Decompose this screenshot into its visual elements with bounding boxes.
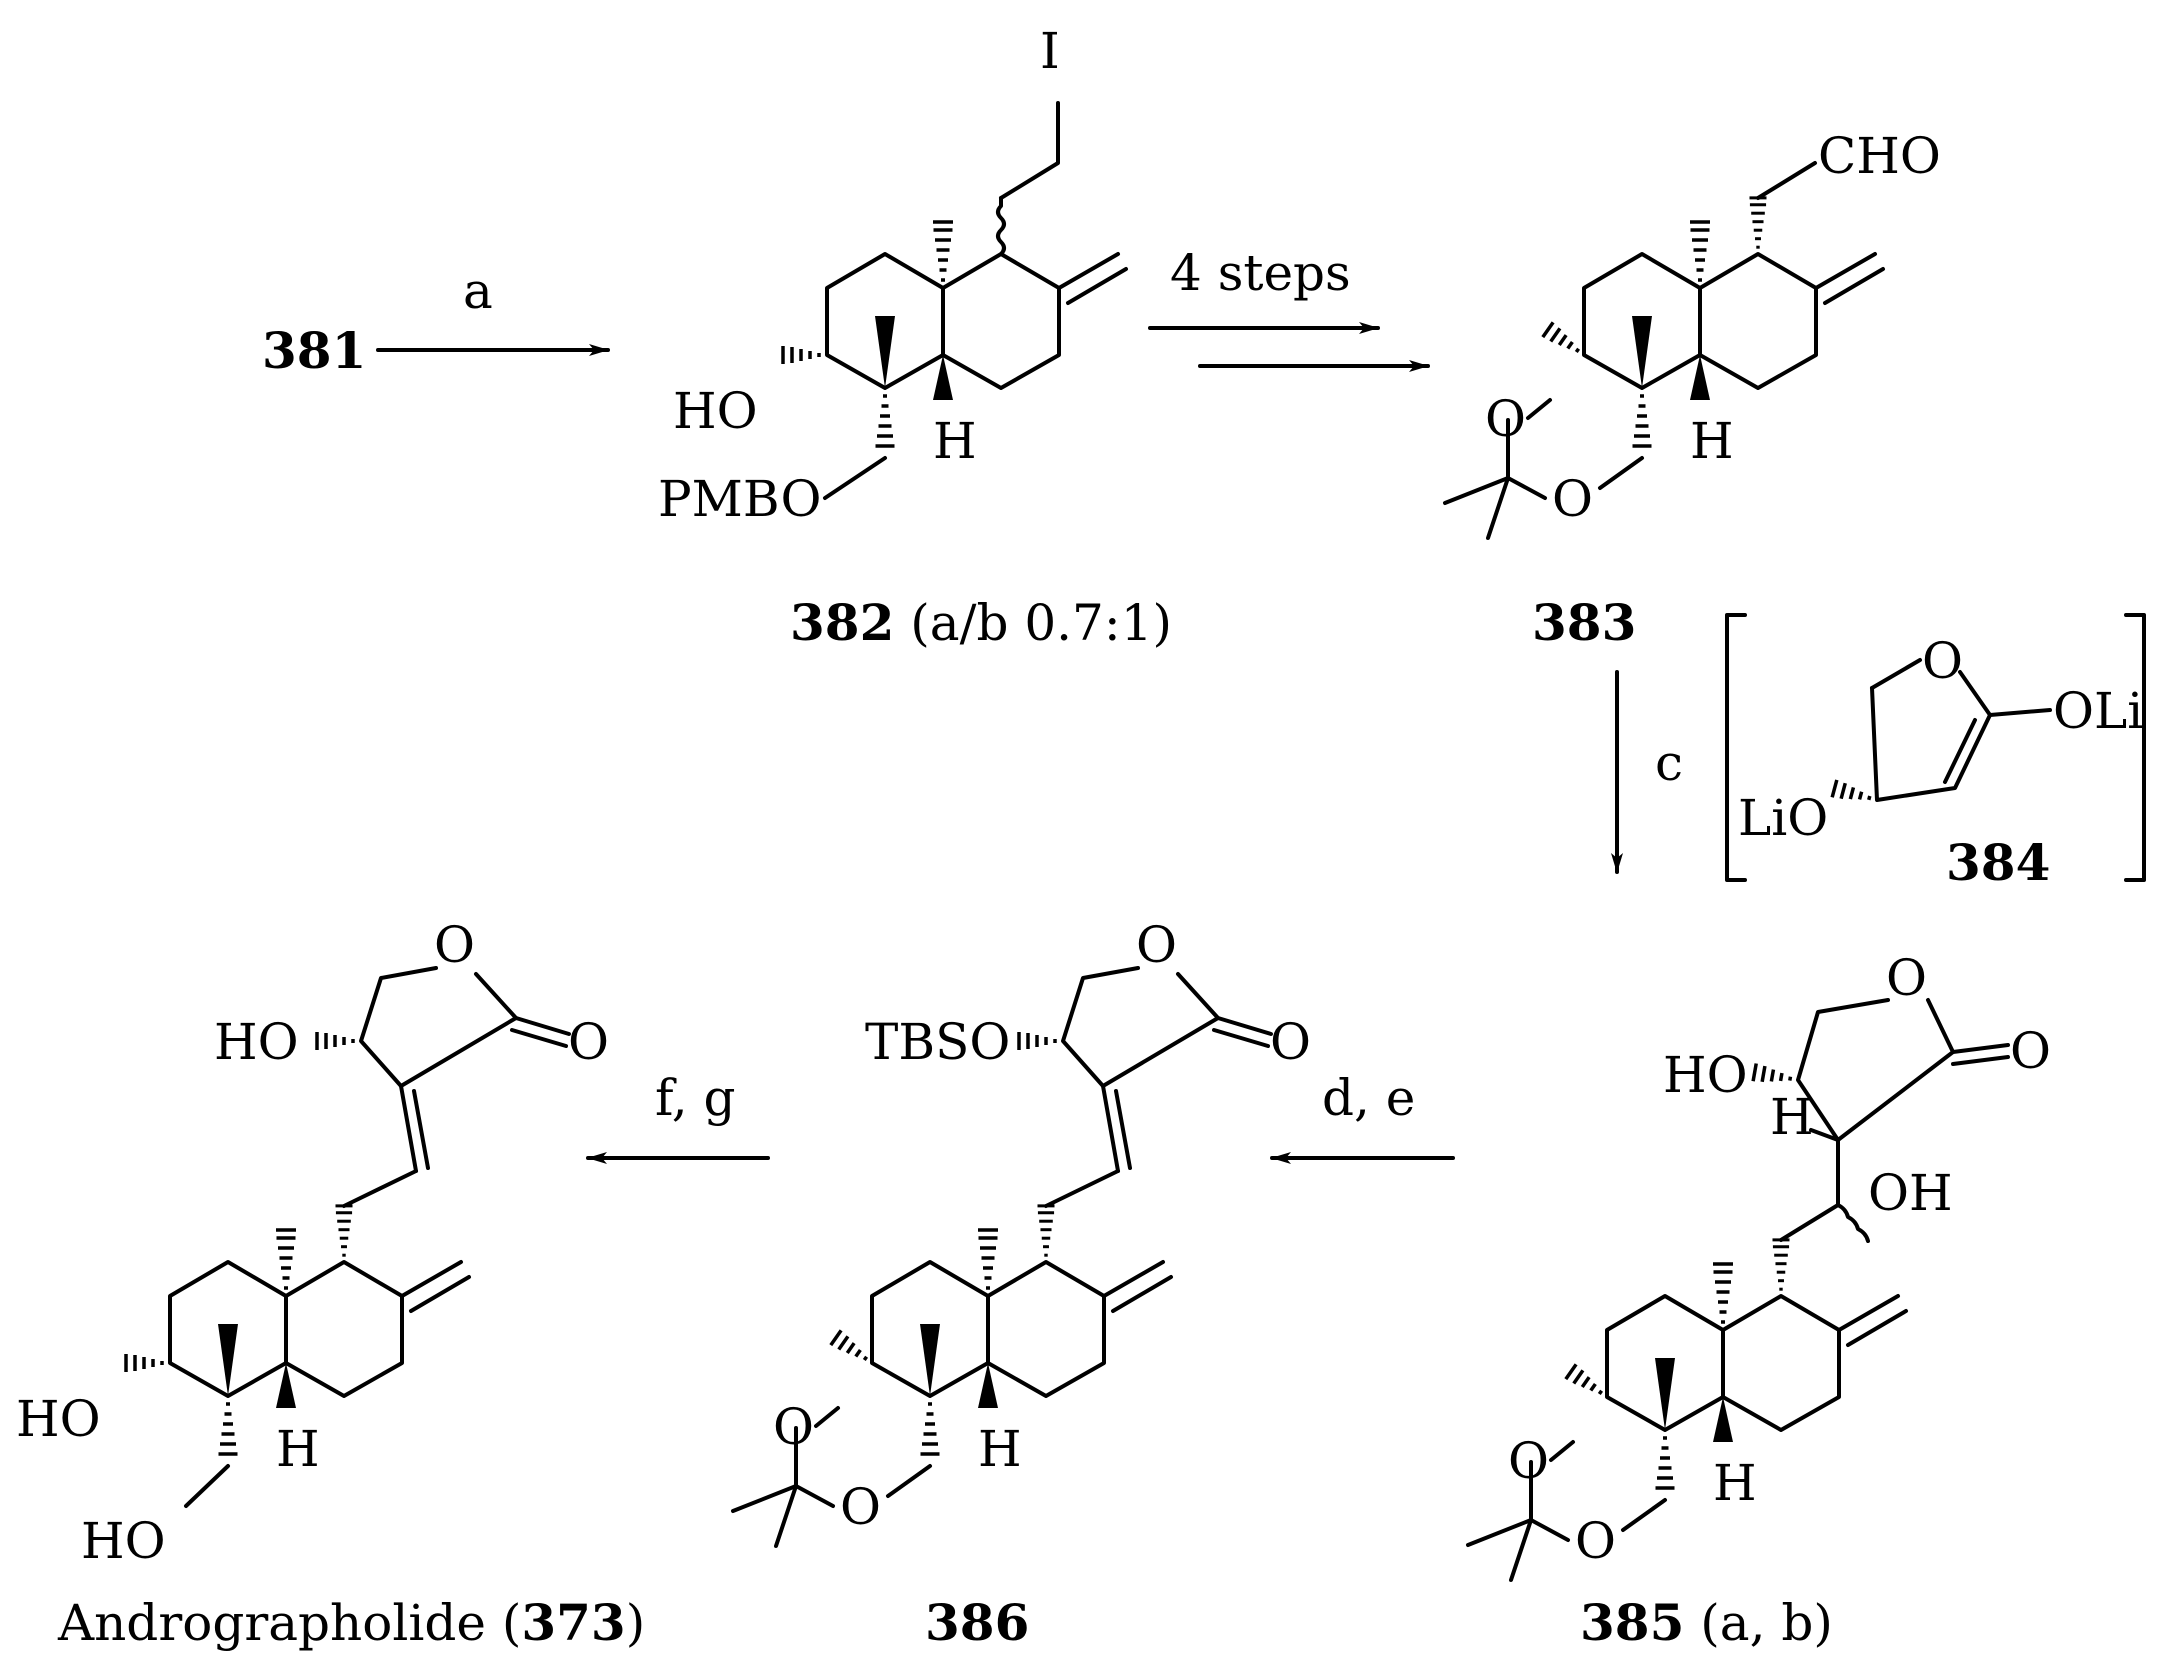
atom-oh-side-385: OH [1868, 1164, 1953, 1222]
atom-o-top-386: O [773, 1398, 814, 1456]
compound-373-label: Andrographolide (373) [57, 1593, 645, 1652]
compound-381-label: 381 [262, 321, 366, 380]
atom-h-385: H [1713, 1454, 1757, 1512]
atom-ho-ring-385: HO [1663, 1046, 1748, 1104]
structure-383: O O H CHO [1443, 127, 1941, 540]
atom-h-382: H [933, 412, 977, 470]
atom-o-carbonyl-373: O [568, 1013, 609, 1071]
atom-o-bottom-385: O [1575, 1512, 1616, 1570]
atom-oli-384: OLi [2053, 682, 2143, 740]
atom-o-carbonyl-386: O [1270, 1013, 1311, 1071]
atom-ho-c19-373: HO [81, 1512, 166, 1570]
atom-tbso-386: TBSO [865, 1013, 1010, 1071]
structure-385: O O H O O HO H OH [1466, 949, 2051, 1582]
atom-h-373: H [276, 1420, 320, 1478]
atom-o-bottom-383: O [1552, 470, 1593, 528]
compound-384-label: 384 [1946, 833, 2050, 892]
atom-lio-384: LiO [1738, 789, 1828, 847]
atom-o-ring-373: O [434, 916, 475, 974]
atom-o-carbonyl-385: O [2010, 1022, 2051, 1080]
compound-382-label: 382 (a/b 0.7:1) [790, 593, 1172, 652]
atom-ho-ring-373: HO [214, 1013, 299, 1071]
atom-cho-383: CHO [1818, 127, 1941, 185]
atom-o-top-383: O [1485, 390, 1526, 448]
atom-h-386: H [978, 1420, 1022, 1478]
atom-o-ring-384: O [1922, 632, 1963, 690]
structure-386: O O H O O TBSO [731, 916, 1311, 1548]
compound-383-label: 383 [1532, 593, 1636, 652]
reagent-label-4-steps: 4 steps [1170, 244, 1351, 302]
atom-o-ring-385: O [1886, 949, 1927, 1007]
structure-373: HO HO H O O HO [16, 916, 609, 1570]
atom-pmbo-382: PMBO [658, 470, 822, 528]
atom-h-383: H [1690, 412, 1734, 470]
atom-ho-382: HO [673, 382, 758, 440]
reagent-label-f-g: f, g [655, 1069, 736, 1127]
atom-o-bottom-386: O [840, 1478, 881, 1536]
compound-386-label: 386 [925, 1593, 1029, 1652]
atom-o-ring-386: O [1136, 916, 1177, 974]
atom-ho-c3-373: HO [16, 1390, 101, 1448]
atom-i-382: I [1040, 22, 1060, 80]
atom-h-alpha-385: H [1770, 1088, 1814, 1146]
atom-o-top-385: O [1508, 1432, 1549, 1490]
compound-385-label: 385 (a, b) [1580, 1593, 1833, 1652]
reagent-label-a: a [463, 262, 493, 320]
reagent-label-c: c [1655, 734, 1683, 792]
reagent-label-d-e: d, e [1322, 1069, 1415, 1127]
structure-384: O OLi LiO 384 [1725, 613, 2146, 892]
structure-382: HO H PMBO I [658, 22, 1128, 528]
